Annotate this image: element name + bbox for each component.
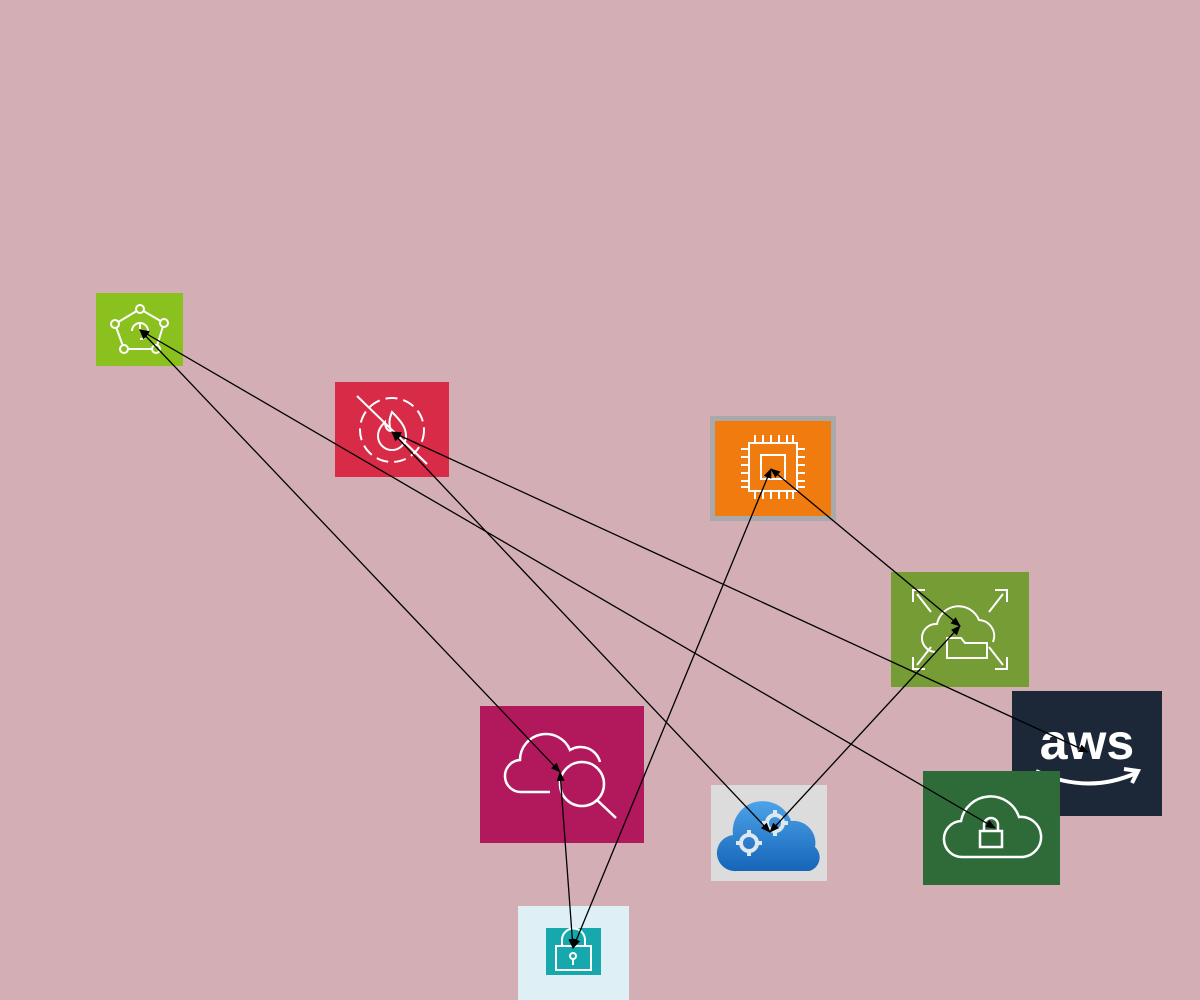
cloud-search-icon[interactable] xyxy=(480,706,644,843)
aws-logo-text: aws xyxy=(1040,714,1135,770)
firewall-icon[interactable] xyxy=(335,382,449,477)
cloud-folder-migration-icon[interactable] xyxy=(891,572,1029,687)
lock-icon[interactable] xyxy=(518,906,629,1000)
lock-glyph xyxy=(546,927,601,975)
cloud-gears-glyph xyxy=(716,801,820,872)
cloud-lock-icon[interactable] xyxy=(923,771,1060,885)
cloud-folder-migration-glyph xyxy=(912,589,1008,670)
cloud-lock-glyph xyxy=(942,795,1043,859)
firewall-glyph xyxy=(356,395,428,465)
app-mesh-glyph xyxy=(110,304,169,354)
cloud-gears-icon[interactable] xyxy=(711,785,827,881)
app-mesh-icon[interactable] xyxy=(96,293,183,366)
cloud-search-glyph xyxy=(503,732,617,819)
processor-chip-glyph xyxy=(741,435,805,499)
processor-chip-icon[interactable] xyxy=(710,416,836,521)
